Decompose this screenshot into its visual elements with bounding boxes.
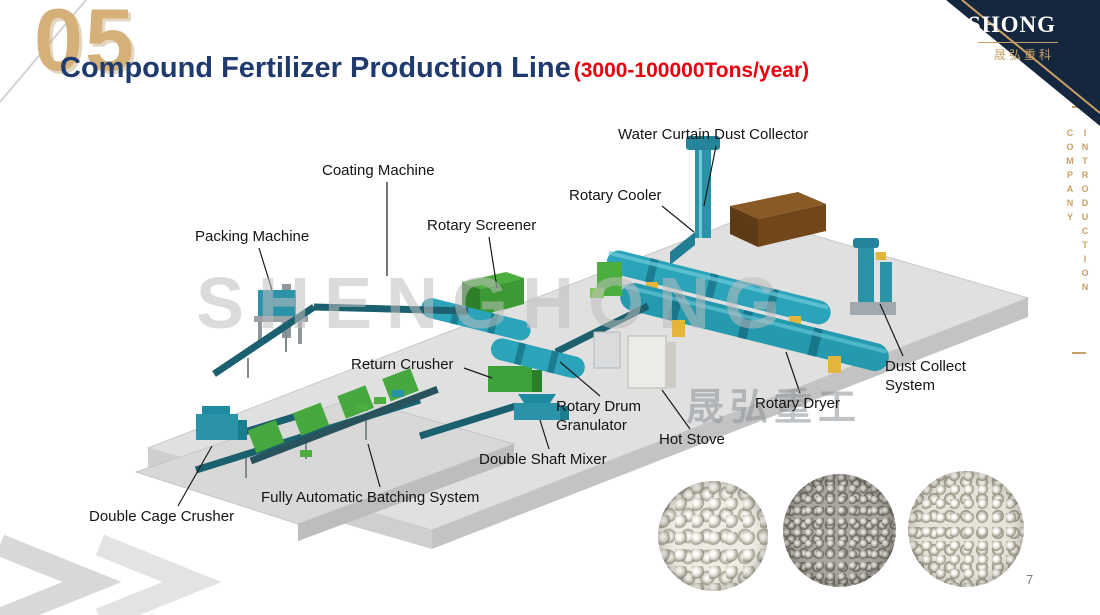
platform-lower-front — [298, 444, 514, 541]
label-return-crusher: Return Crusher — [351, 356, 454, 373]
packing-machine-machine — [254, 284, 308, 344]
side-tab-company: COMPANY — [1065, 128, 1075, 226]
water-curtain-dust-collector-machine — [670, 136, 720, 265]
bottom-left-chevron-2 — [95, 534, 222, 615]
granule-photo-3 — [908, 471, 1024, 587]
page-number: 7 — [1026, 572, 1034, 587]
leader-lines — [177, 145, 904, 507]
rotary-dryer-machine — [620, 282, 889, 371]
rotary-cooler-machine — [606, 250, 831, 325]
label-double-cage-crusher: Double Cage Crusher — [89, 508, 235, 525]
label-hot-stove: Hot Stove — [659, 431, 725, 448]
brand-chinese-text: 晟弘重科 — [993, 48, 1054, 62]
pallets — [300, 390, 404, 457]
side-tab-introduction: INTRODUCTION — [1080, 128, 1090, 296]
capacity-subtitle: (3000-100000Tons/year) — [573, 59, 810, 82]
dryer-support-1 — [672, 320, 685, 337]
section-number: 05 — [34, 0, 136, 89]
label-rotary-cooler: Rotary Cooler — [569, 187, 662, 204]
double-shaft-mixer-machine — [514, 394, 569, 420]
brand-underline — [978, 42, 1058, 43]
side-dash-bottom — [1072, 352, 1086, 354]
label-rotary-drum-granulator: Rotary Drum Granulator — [556, 398, 642, 434]
batching-system-machine — [247, 368, 439, 465]
brand-logo-text: SHONG — [967, 12, 1056, 37]
granule-photo-1 — [658, 481, 768, 591]
corner-gold-edge — [961, 0, 1100, 114]
label-double-shaft-mixer: Double Shaft Mixer — [479, 451, 607, 468]
corner-logo-block: SHONG 晟弘重科 — [910, 0, 1100, 126]
top-left-diagonal-line — [0, 0, 87, 103]
hot-stove-machine — [627, 335, 676, 389]
rotary-drum-granulator-machine — [491, 338, 585, 379]
granule-photo-2 — [783, 474, 896, 587]
control-cabinet — [593, 331, 621, 369]
coating-machine-machine — [462, 272, 524, 316]
label-water-curtain-dust-collector: Water Curtain Dust Collector — [618, 126, 809, 143]
side-tab: COMPANY INTRODUCTION — [1065, 128, 1090, 296]
bottom-left-chevron-1 — [0, 534, 122, 615]
return-crusher-machine — [488, 366, 542, 392]
label-rotary-dryer: Rotary Dryer — [755, 395, 841, 412]
double-cage-crusher-machine — [196, 406, 247, 440]
label-coating-machine: Coating Machine — [322, 162, 435, 179]
label-batching-system: Fully Automatic Batching System — [261, 489, 480, 506]
storage-bin — [730, 192, 826, 247]
label-dust-collect-system: Dust Collect System — [885, 358, 966, 394]
label-rotary-screener: Rotary Screener — [427, 217, 537, 234]
dryer-support-2 — [828, 356, 841, 373]
label-packing-machine: Packing Machine — [195, 228, 310, 245]
page-title: Compound Fertilizer Production Line — [60, 52, 571, 84]
dust-collect-system-machine — [850, 238, 896, 315]
title-row: Compound Fertilizer Production Line (300… — [60, 52, 809, 85]
dryer-feed-hopper — [590, 288, 604, 298]
